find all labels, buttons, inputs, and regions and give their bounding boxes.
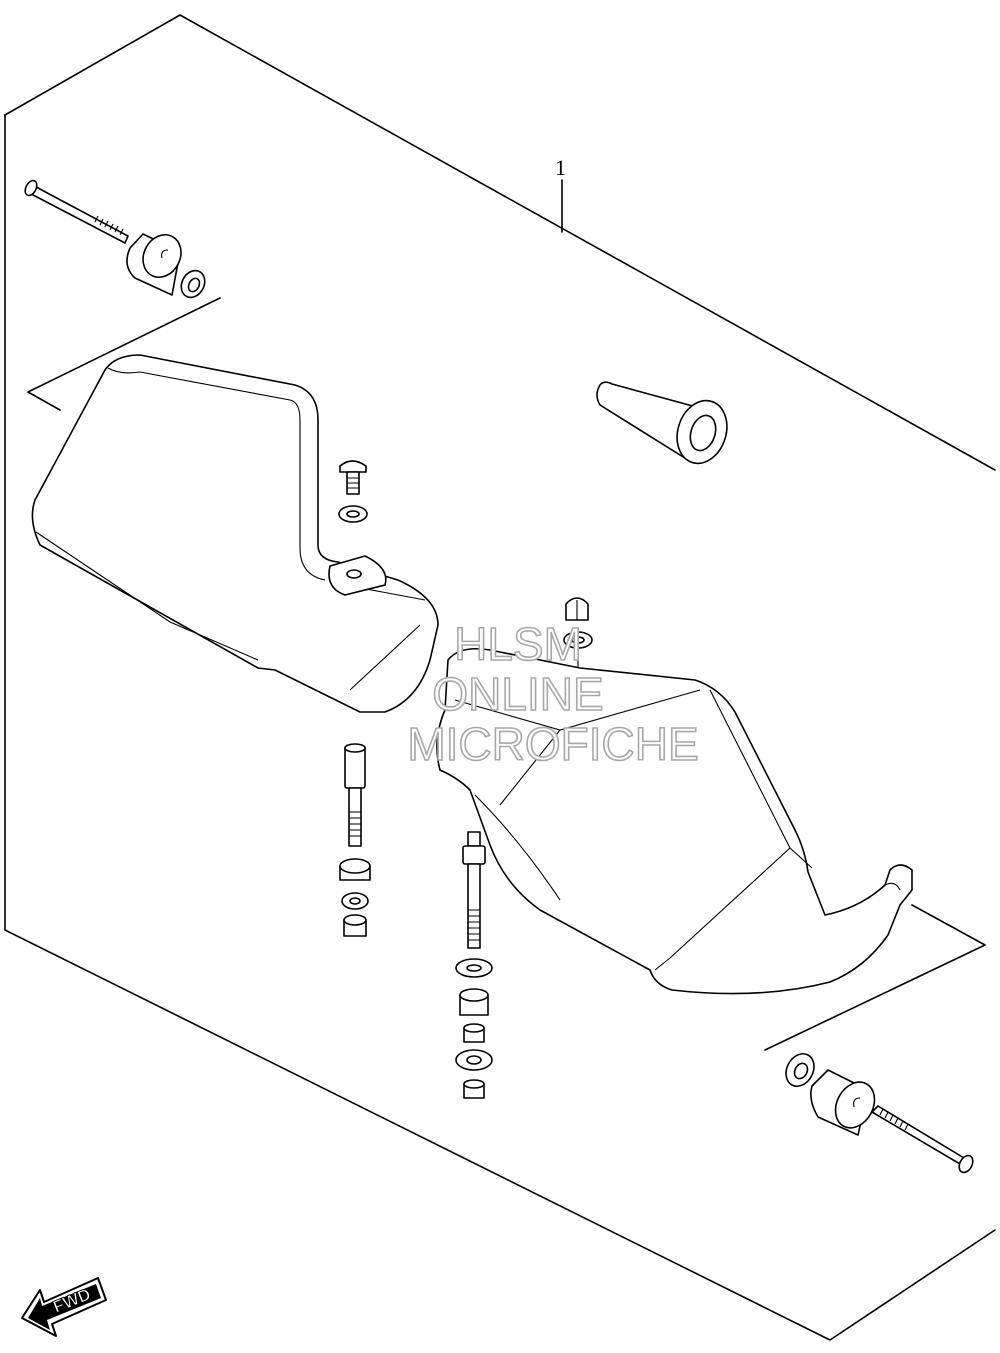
left-hand-guard	[31, 354, 439, 713]
left-washer	[180, 269, 206, 299]
right-bar-end-weight	[810, 1069, 876, 1136]
grip-cover	[596, 381, 728, 465]
watermark-line-3: MICROFICHE	[407, 718, 698, 770]
left-bar-end-weight	[126, 233, 182, 296]
right-mount-plane	[764, 904, 986, 1051]
right-guard-washer	[563, 631, 593, 690]
watermark-line-1: HLSM	[454, 618, 582, 670]
forward-direction-arrow: FWD	[21, 1277, 107, 1337]
left-guard-washer	[338, 505, 368, 523]
left-clamp-bolt	[344, 743, 366, 847]
watermark: HLSM ONLINE MICROFICHE	[407, 617, 700, 771]
watermark-line-2: ONLINE	[432, 668, 603, 720]
kit-frame	[4, 14, 996, 1341]
left-guard-screw	[339, 460, 367, 495]
left-mount-plane	[27, 297, 221, 411]
right-clamp-hardware	[455, 958, 493, 1099]
callout-number: 1	[555, 155, 566, 180]
right-washer	[785, 1052, 815, 1088]
left-clamp-hardware	[339, 858, 371, 937]
right-hand-guard	[436, 647, 913, 995]
left-bar-end-bolt	[24, 179, 129, 244]
right-guard-cap-nut	[565, 597, 589, 621]
right-bar-end-bolt	[871, 1105, 974, 1174]
callout-1: 1	[555, 155, 566, 233]
right-clamp-bolt	[462, 831, 486, 949]
